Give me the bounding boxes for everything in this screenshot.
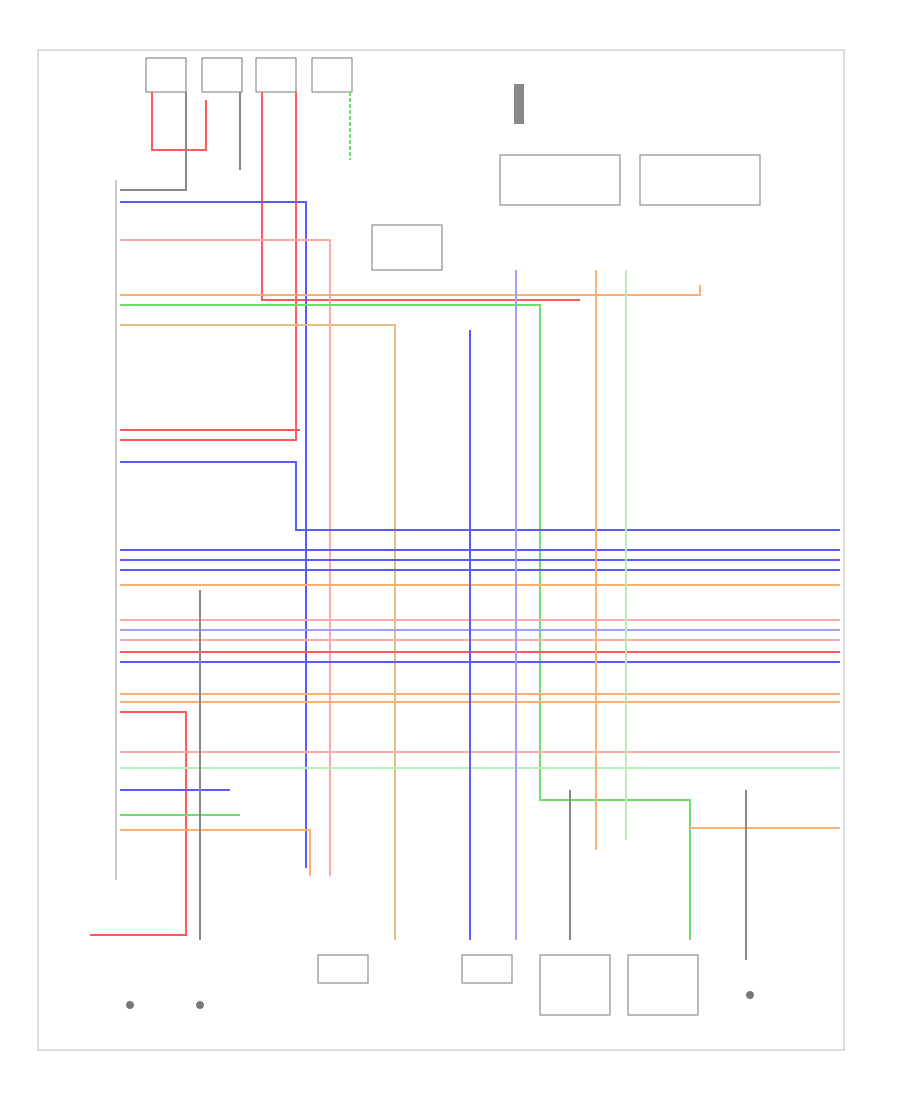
fuse-element	[514, 84, 524, 124]
gauge-cluster	[145, 57, 353, 93]
gauge-3	[255, 57, 297, 93]
component-box-4	[627, 954, 699, 1016]
relay-box-2	[639, 154, 761, 206]
sensor-1	[126, 1001, 134, 1009]
gauge-1	[145, 57, 187, 93]
bottom-components	[126, 954, 754, 1016]
wire-pink-1	[120, 239, 331, 876]
component-box-2	[461, 954, 513, 984]
wire-green-2	[120, 304, 691, 940]
wire-tan-1	[120, 324, 396, 940]
wire-orange-1	[120, 285, 701, 296]
wire-red-3	[120, 92, 297, 441]
relay-area	[371, 84, 761, 271]
wire-blue-1	[120, 201, 307, 868]
wire-orange-5	[120, 829, 311, 876]
wire-red-2	[261, 92, 580, 301]
vertical-drops	[199, 270, 747, 960]
component-box-3	[539, 954, 611, 1016]
sensor-box	[371, 224, 443, 271]
sensor-3	[746, 991, 754, 999]
relay-box-1	[499, 154, 621, 206]
wire-red-1	[151, 92, 207, 151]
harness-lines	[90, 201, 840, 940]
gauge-leads	[120, 92, 580, 441]
sensor-2	[196, 1001, 204, 1009]
wire-blue-2	[120, 461, 840, 531]
diagram-border	[37, 49, 845, 1051]
wire-red-6	[90, 711, 187, 936]
component-box-1	[317, 954, 369, 984]
gauge-4	[311, 57, 353, 93]
wire-gray-1	[120, 92, 187, 191]
gauge-2	[201, 57, 243, 93]
